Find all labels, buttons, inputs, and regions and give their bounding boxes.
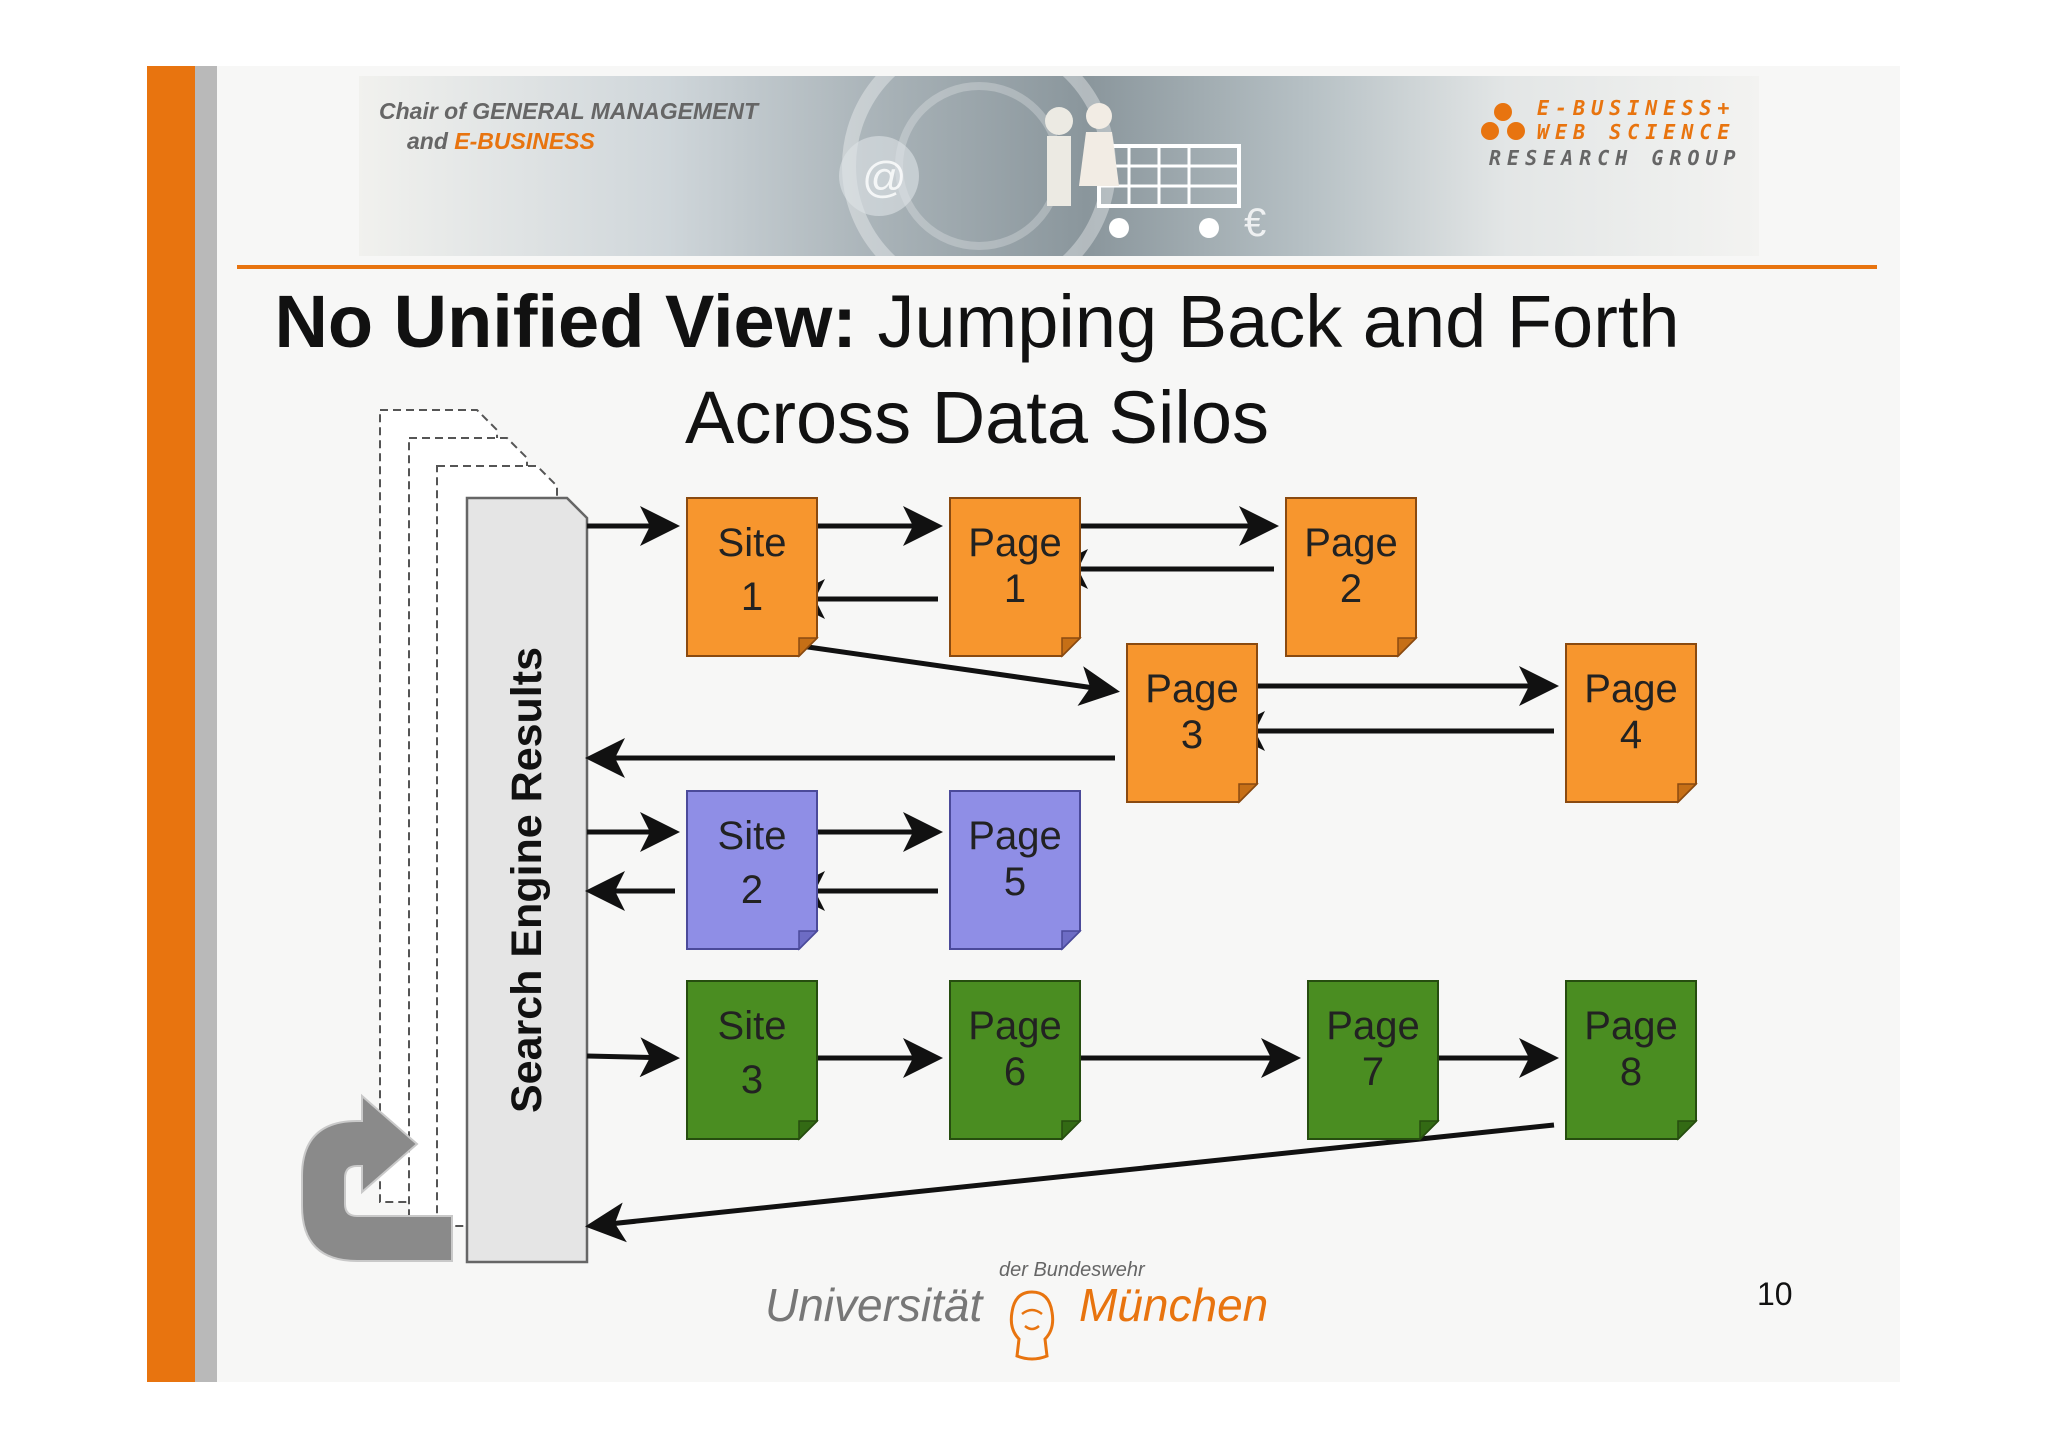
- data-silos-diagram: Search Engine Results: [301, 409, 1698, 1264]
- chair-subtitle: and E-BUSINESS: [407, 128, 595, 155]
- university-crest-icon: [1009, 1290, 1055, 1361]
- chair-prefix: Chair of: [379, 98, 466, 124]
- node-label-line2: 7: [1362, 1050, 1384, 1094]
- title-bold: No Unified View:: [274, 280, 857, 363]
- node-label-line2: 5: [1004, 860, 1026, 904]
- node-site2: Site 2: [686, 790, 819, 951]
- banner-illustration: @ €: [839, 76, 1266, 256]
- node-label-line1: Page: [1584, 1004, 1677, 1048]
- svg-text:€: €: [1244, 201, 1266, 245]
- node-label-line1: Page: [1145, 667, 1238, 711]
- chair-and: and: [407, 128, 448, 154]
- chair-sub: E-BUSINESS: [454, 128, 595, 154]
- header-banner: @ € Chair of GENERAL MANAGEMENT and E-BU…: [359, 76, 1759, 256]
- fold-corner: [798, 930, 819, 951]
- node-page7: Page 7: [1307, 980, 1440, 1141]
- slide: @ € Chair of GENERAL MANAGEMENT and E-BU…: [147, 66, 1900, 1382]
- footer-subtitle: der Bundeswehr: [999, 1259, 1145, 1281]
- fold-corner: [1677, 783, 1698, 804]
- node-page3: Page 3: [1126, 643, 1259, 804]
- node-label-line1: Page: [1584, 667, 1677, 711]
- node-page1: Page 1: [949, 497, 1082, 658]
- node-label-line1: Page: [1304, 521, 1397, 565]
- title-rest: Jumping Back and Forth Across Data Silos: [685, 280, 1680, 459]
- node-label-line2: 4: [1620, 713, 1642, 757]
- node-page8: Page 8: [1565, 980, 1698, 1141]
- fold-corner: [1061, 637, 1082, 658]
- svg-text:@: @: [862, 153, 907, 202]
- footer-university-right: München: [1079, 1279, 1269, 1331]
- node-label-line2: 6: [1004, 1050, 1026, 1094]
- arrow-page8-to-results: [585, 1122, 1555, 1243]
- node-label-line2: 3: [741, 1058, 763, 1102]
- node-page2: Page 2: [1285, 497, 1418, 658]
- node-label-line1: Page: [968, 521, 1061, 565]
- node-page6: Page 6: [949, 980, 1082, 1141]
- stack-label: Search Engine Results: [503, 647, 551, 1113]
- node-label-line2: 2: [741, 868, 763, 912]
- fold-corner: [1061, 1120, 1082, 1141]
- node-label-line1: Page: [1326, 1004, 1419, 1048]
- slide-title: No Unified View: Jumping Back and Forth …: [227, 274, 1727, 466]
- node-label-line2: 8: [1620, 1050, 1642, 1094]
- node-label-line1: Page: [968, 814, 1061, 858]
- node-label-line1: Page: [968, 1004, 1061, 1048]
- research-group-line1: E-BUSINESS+: [1537, 96, 1736, 120]
- chair-name: GENERAL MANAGEMENT: [472, 98, 759, 124]
- fold-corner: [798, 1120, 819, 1141]
- node-site3: Site 3: [686, 980, 819, 1141]
- fold-corner: [798, 637, 819, 658]
- page-number: 10: [1757, 1276, 1793, 1312]
- node-label-line2: 3: [1181, 713, 1203, 757]
- node-site1: Site 1: [686, 497, 819, 658]
- node-label-line1: Site: [718, 521, 787, 565]
- research-group-logo-icon: [1481, 103, 1525, 140]
- chair-title: Chair of GENERAL MANAGEMENT: [379, 98, 758, 125]
- return-arrow-icon: [301, 1093, 453, 1262]
- fold-corner: [1061, 930, 1082, 951]
- arrow-site1-to-page3: [786, 641, 1120, 706]
- left-accent-bar: [147, 66, 195, 1382]
- fold-corner: [1238, 783, 1259, 804]
- arrow-results-to-site3: [586, 1037, 680, 1078]
- fold-corner: [1419, 1120, 1440, 1141]
- fold-corner: [1677, 1120, 1698, 1141]
- fold-corner: [1397, 637, 1418, 658]
- footer-university-left: Universität: [765, 1279, 983, 1331]
- node-label-line2: 1: [1004, 567, 1026, 611]
- node-page5: Page 5: [949, 790, 1082, 951]
- node-label-line2: 1: [741, 575, 763, 619]
- left-grey-bar: [195, 66, 217, 1382]
- node-label-line2: 2: [1340, 567, 1362, 611]
- research-group-line3: RESEARCH GROUP: [1489, 146, 1742, 170]
- node-label-line1: Site: [718, 814, 787, 858]
- node-page4: Page 4: [1565, 643, 1698, 804]
- node-label-line1: Site: [718, 1004, 787, 1048]
- title-rule: [237, 265, 1877, 269]
- research-group-line2: WEB SCIENCE: [1537, 120, 1736, 144]
